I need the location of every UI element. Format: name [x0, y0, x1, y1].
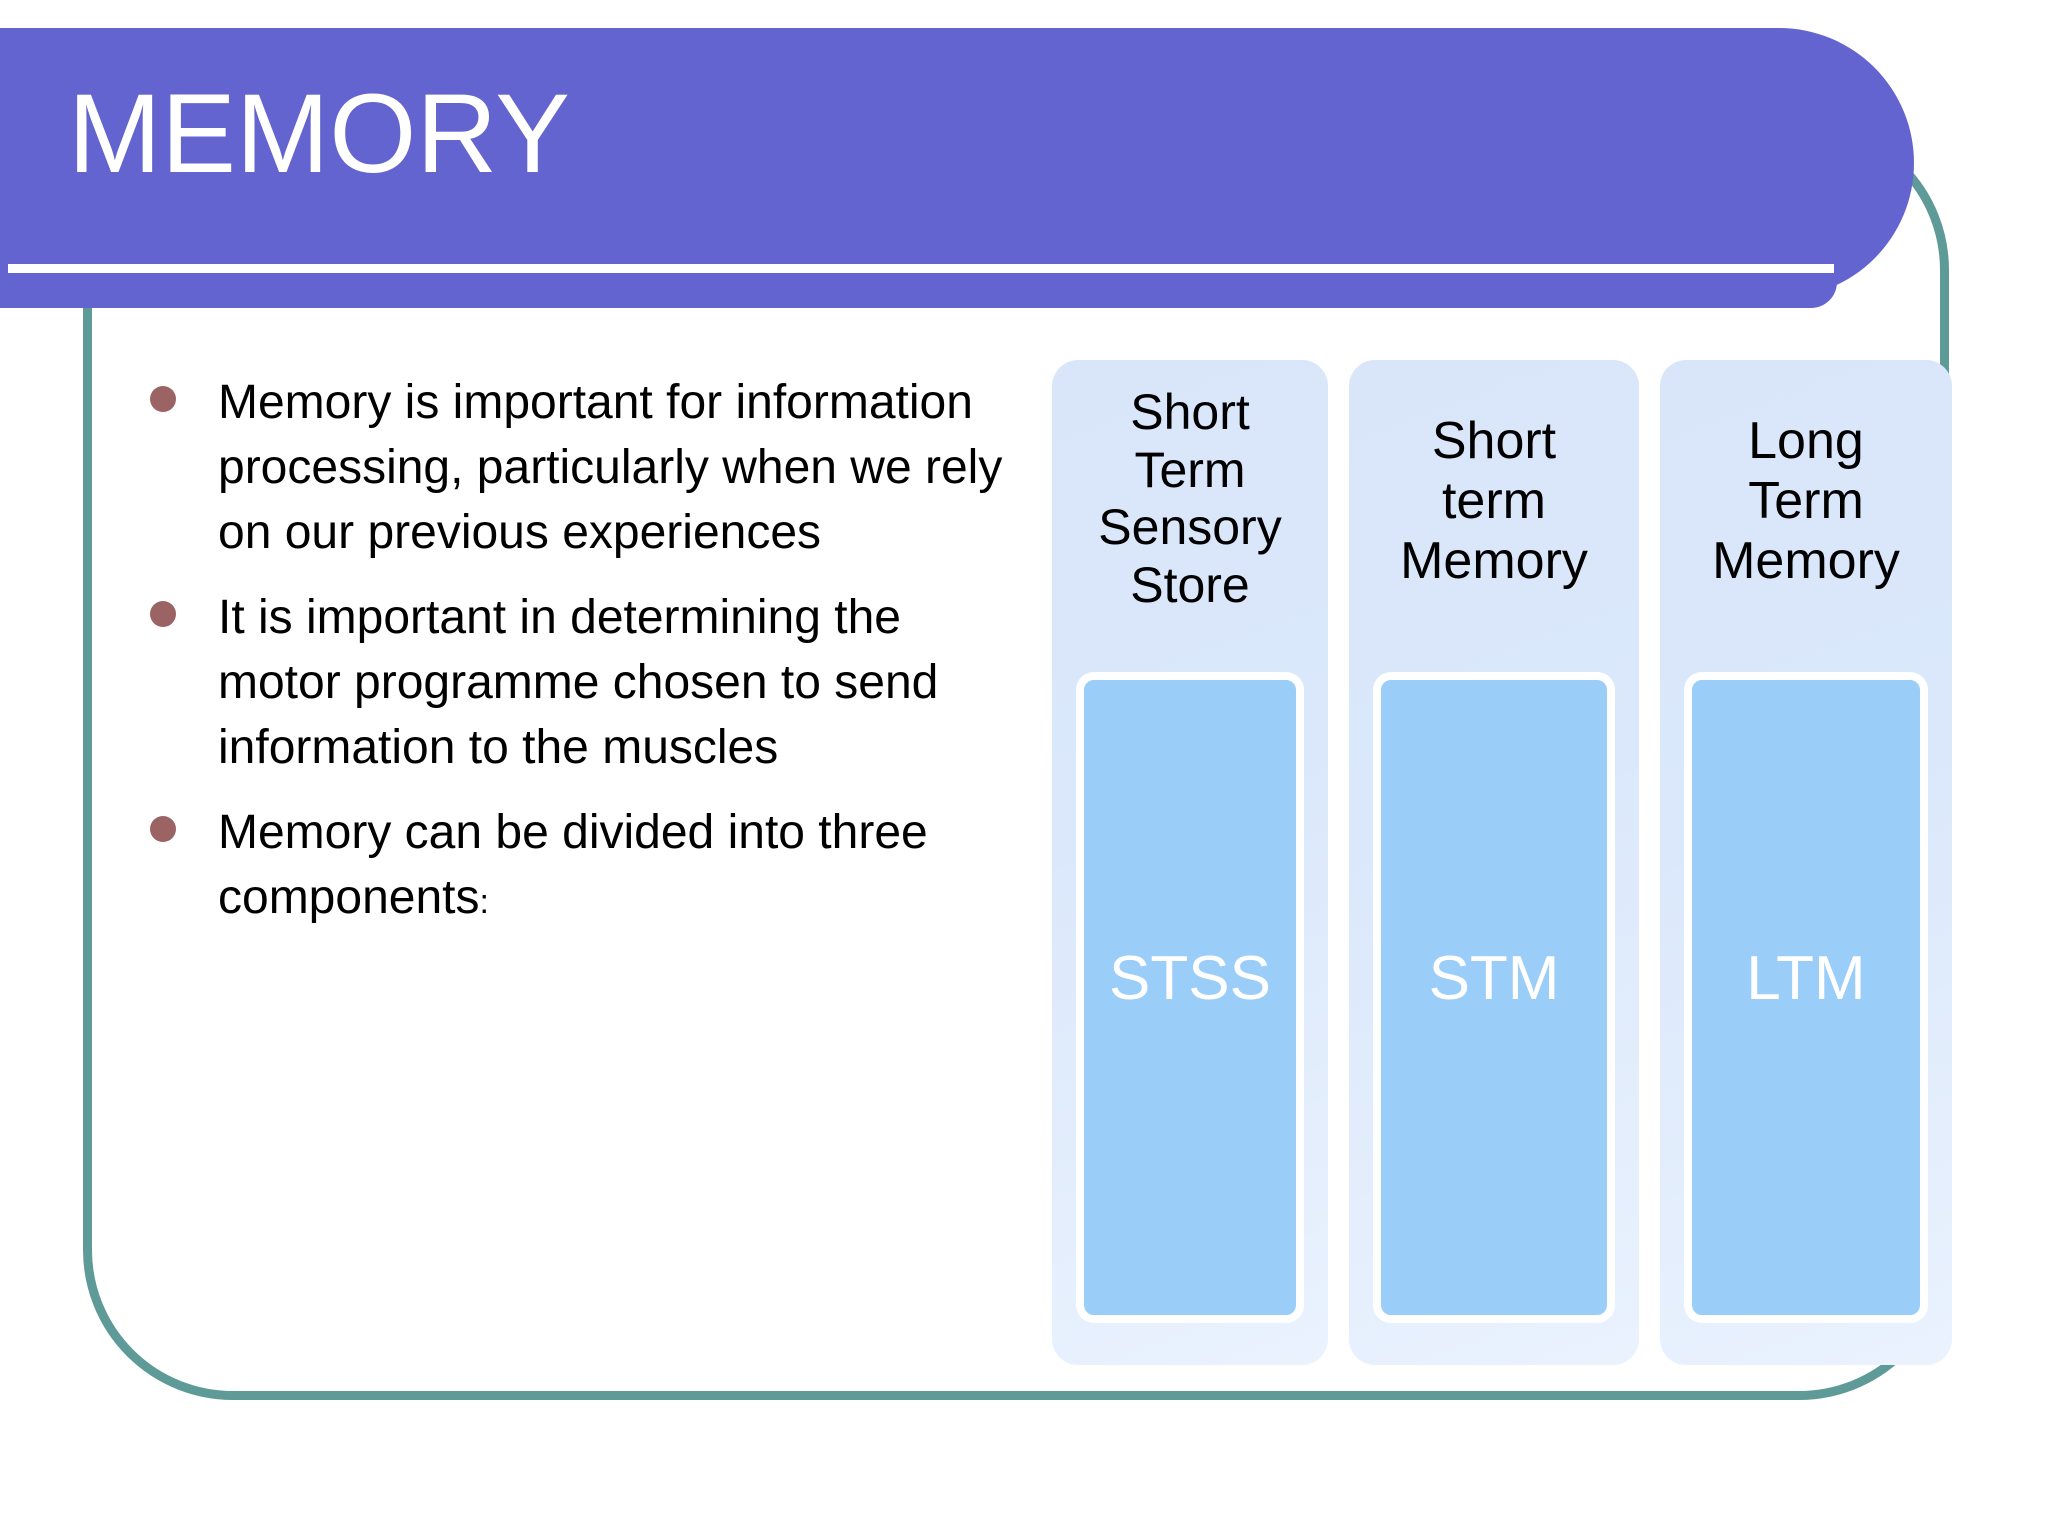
memory-card-stm: Short term Memory STM [1349, 360, 1639, 1365]
bullet-text: It is important in determining the motor… [218, 591, 939, 775]
bullet-tail: : [479, 883, 489, 922]
bullet-dot-icon [150, 816, 176, 843]
title-band [0, 28, 1914, 298]
bullet-dot-icon [150, 601, 176, 628]
list-item: It is important in determining the motor… [150, 585, 1020, 780]
memory-card-stss: Short Term Sensory Store STSS [1052, 360, 1328, 1365]
memory-card-heading: Long Term Memory [1712, 412, 1900, 590]
title-band-strip [0, 272, 1837, 308]
list-item: Memory is important for information proc… [150, 370, 1020, 565]
list-item: Memory can be divided into three compone… [150, 800, 1020, 930]
bullet-text: Memory can be divided into three compone… [218, 806, 928, 925]
memory-card-bar: LTM [1684, 672, 1928, 1323]
memory-card-ltm: Long Term Memory LTM [1660, 360, 1952, 1365]
memory-card-bar: STSS [1076, 672, 1304, 1323]
memory-card-bar: STM [1373, 672, 1615, 1323]
slide-title: MEMORY [68, 71, 570, 196]
memory-card-acronym: LTM [1746, 944, 1866, 1013]
bullet-text: Memory is important for information proc… [218, 376, 1003, 560]
title-divider-rule [8, 264, 1834, 273]
bullet-list: Memory is important for information proc… [150, 370, 1020, 950]
memory-component-cards: Short Term Sensory Store STSS Short term… [1052, 360, 1972, 1365]
memory-card-acronym: STM [1428, 944, 1560, 1013]
memory-card-acronym: STSS [1109, 944, 1271, 1013]
memory-card-heading: Short Term Sensory Store [1098, 384, 1282, 613]
memory-card-heading: Short term Memory [1400, 412, 1588, 590]
bullet-dot-icon [150, 386, 176, 412]
